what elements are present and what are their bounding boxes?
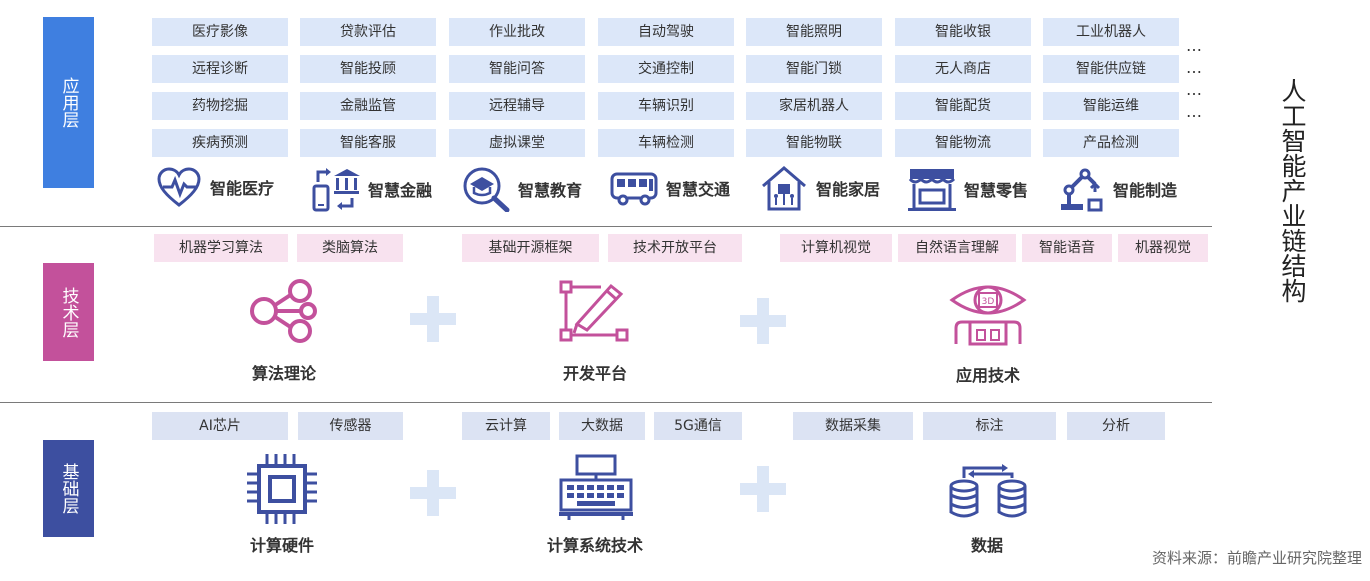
sector-healthcare: 智能医疗 [156,166,274,208]
app-tag: 智能照明 [746,18,882,46]
app-tag: 智能问答 [449,55,585,83]
base-tag: 分析 [1067,412,1165,440]
sector-finance: 智慧金融 [312,166,432,212]
sector-label: 智慧交通 [666,180,731,199]
more-ellipsis: … [1186,58,1202,77]
database-sync-icon [949,464,1027,518]
diagram-title: 人工智能产业链结构 [1278,78,1307,303]
app-tag: 智能运维 [1043,92,1179,120]
app-tag: 交通控制 [598,55,734,83]
app-tag: 金融监管 [300,92,436,120]
foundation-layer-label: 基础层 [43,440,94,537]
app-tag: 无人商店 [895,55,1031,83]
base-tag: 标注 [923,412,1056,440]
share-nodes-icon [250,279,317,343]
base-tag: AI芯片 [152,412,288,440]
base-tag: 数据采集 [793,412,913,440]
more-ellipsis: … [1186,102,1202,121]
plus-sign [410,470,456,516]
base-group-caption: 计算硬件 [249,536,314,555]
app-tag: 家居机器人 [746,92,882,120]
sector-manufacturing: 智能制造 [1057,166,1177,212]
plus-sign [410,296,456,342]
app-tag: 产品检测 [1043,129,1179,157]
store-icon [908,169,956,211]
app-tag: 远程辅导 [449,92,585,120]
app-tag: 智能投顾 [300,55,436,83]
bank-mobile-icon [312,168,360,212]
app-tag: 贷款评估 [300,18,436,46]
bus-icon [610,172,658,206]
app-tag: 药物挖掘 [152,92,288,120]
app-tag: 车辆识别 [598,92,734,120]
tech-tag: 基础开源框架 [462,234,599,262]
design-pen-icon [559,280,629,342]
tech-tag: 智能语音 [1022,234,1112,262]
sector-transport: 智慧交通 [610,168,730,208]
app-tag: 智能客服 [300,129,436,157]
base-group-caption: 计算系统技术 [546,536,643,555]
tech-tag: 机器学习算法 [154,234,288,262]
app-tag: 智能物联 [746,129,882,157]
app-tag: 智能物流 [895,129,1031,157]
smart-house-icon [762,166,806,211]
app-tag: 智能门锁 [746,55,882,83]
app-tag: 远程诊断 [152,55,288,83]
sector-label: 智能医疗 [210,179,275,198]
svg-text:3D: 3D [982,297,995,307]
base-tag: 5G通信 [654,412,742,440]
heart-pulse-icon [157,167,201,207]
layer-divider-bottom [0,402,1212,403]
base-tag: 传感器 [298,412,403,440]
app-tag: 医疗影像 [152,18,288,46]
app-tag: 自动驾驶 [598,18,734,46]
app-tag: 作业批改 [449,18,585,46]
more-ellipsis: … [1186,36,1202,55]
tech-tag: 机器视觉 [1118,234,1208,262]
sector-education: 智慧教育 [462,166,582,212]
base-group-caption: 数据 [970,536,1003,555]
app-tag: 智能收银 [895,18,1031,46]
robot-vision-icon: 3D [949,285,1027,346]
sector-label: 智慧零售 [964,181,1029,200]
sector-retail: 智慧零售 [908,166,1028,212]
app-tag: 智能配货 [895,92,1031,120]
base-tag: 云计算 [462,412,550,440]
sector-label: 智能制造 [1113,181,1178,200]
more-ellipsis: … [1186,80,1202,99]
sector-home: 智能家居 [760,164,880,212]
tech-group-caption: 应用技术 [955,366,1020,385]
app-tag: 虚拟课堂 [449,129,585,157]
base-tag: 大数据 [559,412,645,440]
computer-system-icon [559,454,633,520]
plus-sign [740,298,786,344]
tech-tag: 计算机视觉 [780,234,892,262]
graduation-search-icon [463,167,510,212]
chip-icon [247,454,317,524]
app-tag: 智能供应链 [1043,55,1179,83]
sector-label: 智慧金融 [368,181,433,200]
sector-label: 智能家居 [816,180,881,199]
tech-tag: 技术开放平台 [608,234,742,262]
tech-group-caption: 开发平台 [562,364,627,383]
tech-tag: 类脑算法 [297,234,403,262]
application-layer-label: 应用层 [43,17,94,188]
app-tag: 工业机器人 [1043,18,1179,46]
plus-sign [740,466,786,512]
app-tag: 车辆检测 [598,129,734,157]
source-note: 资料来源：前瞻产业研究院整理 [1151,549,1362,567]
tech-group-caption: 算法理论 [251,364,316,383]
robot-arm-icon [1061,168,1103,212]
app-tag: 疾病预测 [152,129,288,157]
tech-tag: 自然语言理解 [898,234,1016,262]
sector-label: 智慧教育 [518,181,583,200]
layer-divider-top [0,226,1212,227]
technology-layer-label: 技术层 [43,263,94,361]
